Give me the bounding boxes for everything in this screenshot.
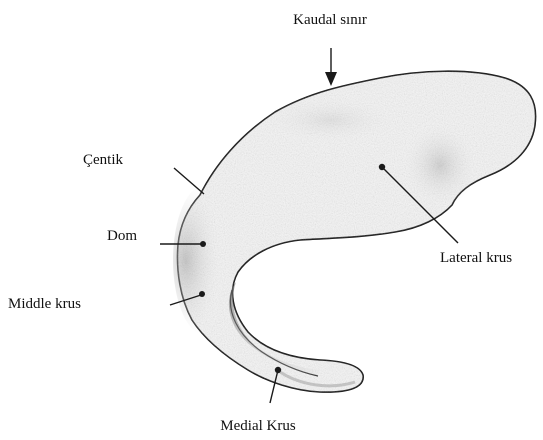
label-dom: Dom xyxy=(107,228,137,244)
label-medial-krus: Medial Krus xyxy=(220,418,296,434)
cartilage-shape xyxy=(173,71,536,392)
dom-point xyxy=(200,241,206,247)
label-centik: Çentik xyxy=(83,152,123,168)
label-kaudal-sinir: Kaudal sınır xyxy=(293,12,367,28)
kaudal-sinir-pointer xyxy=(325,48,337,86)
middle-krus-point xyxy=(199,291,205,297)
label-lateral-krus: Lateral krus xyxy=(440,250,512,266)
label-middle-krus: Middle krus xyxy=(8,296,81,312)
centik-pointer-line xyxy=(174,168,204,194)
